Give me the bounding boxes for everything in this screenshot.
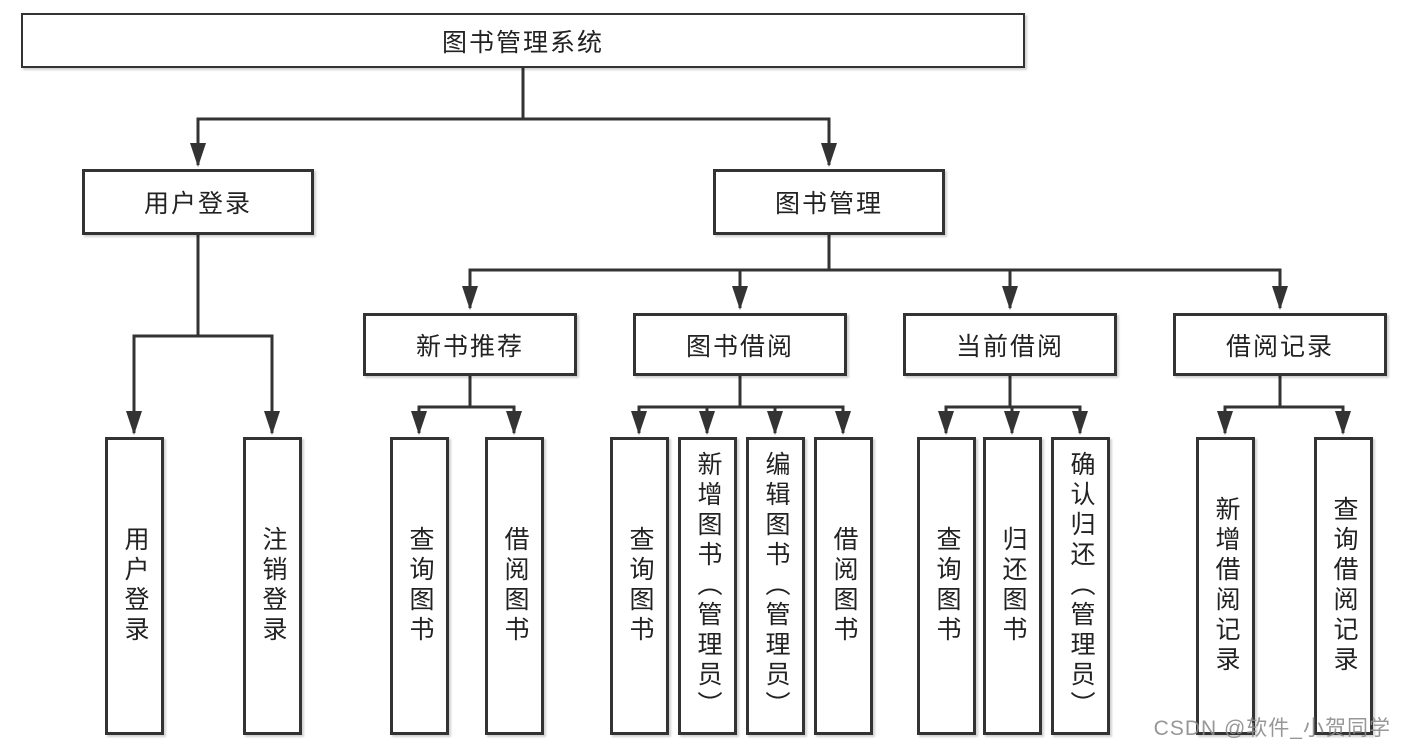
leaf-confirm-return-admin: 确认归还（管理员） xyxy=(1051,437,1110,735)
node-label: 借阅记录 xyxy=(1225,332,1334,361)
leaf-logout: 注销登录 xyxy=(243,437,302,735)
leaf-borrow-books-borrowing: 借阅图书 xyxy=(814,437,873,735)
node-label: 图书借阅 xyxy=(685,332,794,361)
node-label: 新增图书（管理员） xyxy=(694,451,722,721)
leaf-add-borrow-record: 新增借阅记录 xyxy=(1196,437,1255,735)
watermark: CSDN @软件_小贺同学 xyxy=(1153,717,1391,740)
node-user-login: 用户登录 xyxy=(82,169,314,235)
leaf-query-books-borrowing: 查询图书 xyxy=(610,437,669,735)
node-book-borrowing: 图书借阅 xyxy=(633,313,847,376)
node-label: 查询图书 xyxy=(933,526,961,646)
node-label: 确认归还（管理员） xyxy=(1067,451,1095,721)
leaf-return-book: 归还图书 xyxy=(983,437,1042,735)
node-label: 用户登录 xyxy=(143,190,252,218)
node-borrowing-records: 借阅记录 xyxy=(1173,313,1387,376)
node-library-management-system: 图书管理系统 xyxy=(21,13,1025,68)
leaf-user-login: 用户登录 xyxy=(105,437,164,735)
node-label: 归还图书 xyxy=(999,526,1027,646)
node-label: 借阅图书 xyxy=(501,526,529,646)
leaf-query-books-recommend: 查询图书 xyxy=(390,437,449,735)
node-label: 编辑图书（管理员） xyxy=(762,451,790,721)
node-book-management: 图书管理 xyxy=(713,169,945,235)
leaf-edit-book-admin: 编辑图书（管理员） xyxy=(746,437,805,735)
node-label: 用户登录 xyxy=(121,526,149,646)
node-label: 图书管理系统 xyxy=(441,28,604,57)
node-label: 新书推荐 xyxy=(415,332,524,361)
node-label: 查询图书 xyxy=(406,526,434,646)
node-label: 新增借阅记录 xyxy=(1212,496,1240,676)
node-label: 查询图书 xyxy=(626,526,654,646)
node-label: 图书管理 xyxy=(774,190,883,218)
node-current-borrowing: 当前借阅 xyxy=(903,313,1117,376)
node-label: 当前借阅 xyxy=(955,332,1064,361)
leaf-query-borrow-record: 查询借阅记录 xyxy=(1314,437,1373,735)
node-new-book-recommendation: 新书推荐 xyxy=(363,313,577,376)
leaf-add-book-admin: 新增图书（管理员） xyxy=(678,437,737,735)
leaf-query-books-current: 查询图书 xyxy=(917,437,976,735)
leaf-borrow-books-recommend: 借阅图书 xyxy=(485,437,544,735)
node-label: 借阅图书 xyxy=(830,526,858,646)
node-label: 注销登录 xyxy=(259,526,287,646)
node-label: 查询借阅记录 xyxy=(1330,496,1358,676)
